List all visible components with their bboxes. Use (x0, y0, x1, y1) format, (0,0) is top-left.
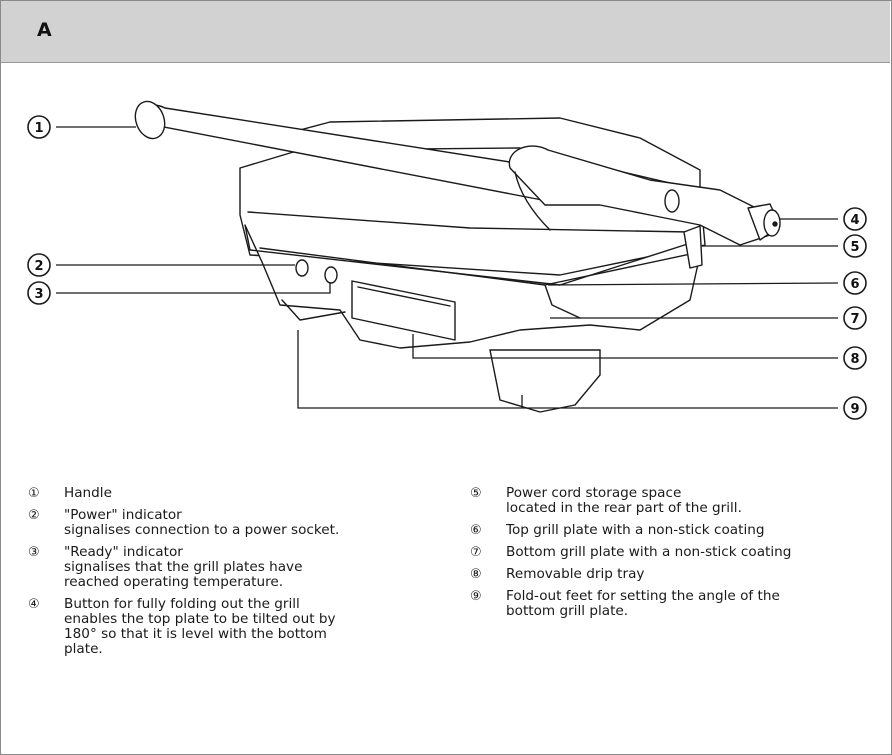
callout-8 (843, 346, 867, 370)
legend-text: Fold-out feet for setting the angle of t… (506, 588, 780, 604)
legend-item-handle: ① Handle (28, 485, 458, 502)
legend-number: ⑥ (470, 523, 482, 538)
ready-indicator-light (324, 266, 338, 284)
legend-number: ② (28, 508, 40, 523)
callout-7-label: 7 (850, 312, 859, 327)
callout-5-label: 5 (850, 240, 859, 255)
legend-item-ready-indicator: ③ "Ready" indicator signalises that the … (28, 545, 458, 590)
legend-number: ⑨ (470, 589, 482, 604)
leader-6 (547, 282, 839, 286)
legend-left-column: ① Handle ② "Power" indicator signalises … (28, 486, 458, 664)
legend-number: ⑤ (470, 486, 482, 501)
grill-foot (489, 349, 601, 413)
legend-right-column: ⑤ Power cord storage space located in th… (470, 486, 880, 626)
figure-label: A (37, 19, 52, 41)
grill-illustration: 1 2 3 4 5 6 7 8 9 (27, 100, 867, 420)
legend-number: ④ (28, 597, 40, 612)
figure-header-bar: A (1, 1, 890, 63)
legend-text: located in the rear part of the grill. (506, 500, 742, 516)
legend-item-drip-tray: ⑧ Removable drip tray (470, 566, 880, 583)
leader-9 (297, 330, 838, 409)
legend-text: "Ready" indicator (64, 544, 183, 560)
legend-text: Power cord storage space (506, 485, 682, 501)
callout-4-label: 4 (850, 213, 859, 228)
legend-item-top-plate: ⑥ Top grill plate with a non-stick coati… (470, 522, 880, 539)
power-indicator-light (295, 259, 309, 277)
legend-item-bottom-plate: ⑦ Bottom grill plate with a non-stick co… (470, 544, 880, 561)
callout-3 (27, 281, 51, 305)
legend-text: reached operating temperature. (64, 574, 284, 590)
leader-8 (412, 334, 838, 359)
legend-text: 180° so that it is level with the bottom (64, 626, 327, 642)
legend-number: ⑧ (470, 567, 482, 582)
legend-text: signalises connection to a power socket. (64, 522, 340, 538)
legend-text: Bottom grill plate with a non-stick coat… (506, 544, 792, 560)
legend-text: Handle (64, 485, 112, 501)
callout-4 (843, 207, 867, 231)
callout-5 (843, 234, 867, 258)
legend-text: Button for fully folding out the grill (64, 596, 300, 612)
legend-text: signalises that the grill plates have (64, 559, 303, 575)
callout-2-label: 2 (34, 259, 43, 274)
callout-2 (27, 253, 51, 277)
legend-number: ① (28, 486, 40, 501)
legend-text: bottom grill plate. (506, 603, 629, 619)
callout-3-label: 3 (34, 287, 43, 302)
legend-text: Top grill plate with a non-stick coating (506, 522, 765, 538)
legend-text: "Power" indicator (64, 507, 182, 523)
legend-text: Removable drip tray (506, 566, 645, 582)
callout-9-label: 9 (850, 402, 859, 417)
legend-item-fold-out-feet: ⑨ Fold-out feet for setting the angle of… (470, 589, 880, 619)
legend-item-power-indicator: ② "Power" indicator signalises connectio… (28, 508, 458, 538)
legend-number: ③ (28, 545, 40, 560)
callout-7 (843, 306, 867, 330)
legend-item-cord-storage: ⑤ Power cord storage space located in th… (470, 486, 880, 516)
legend-text: plate. (64, 641, 103, 657)
handle-arm (508, 145, 771, 246)
callout-9 (843, 396, 867, 420)
callout-6-label: 6 (850, 277, 859, 292)
callout-1-label: 1 (34, 121, 43, 136)
callout-6 (843, 271, 867, 295)
leader-3 (56, 282, 331, 294)
legend-number: ⑦ (470, 545, 482, 560)
callout-8-label: 8 (850, 352, 859, 367)
callout-1 (27, 115, 51, 139)
legend-item-fold-out-button: ④ Button for fully folding out the grill… (28, 597, 458, 657)
drip-tray (351, 280, 456, 341)
legend-text: enables the top plate to be tilted out b… (64, 611, 336, 627)
